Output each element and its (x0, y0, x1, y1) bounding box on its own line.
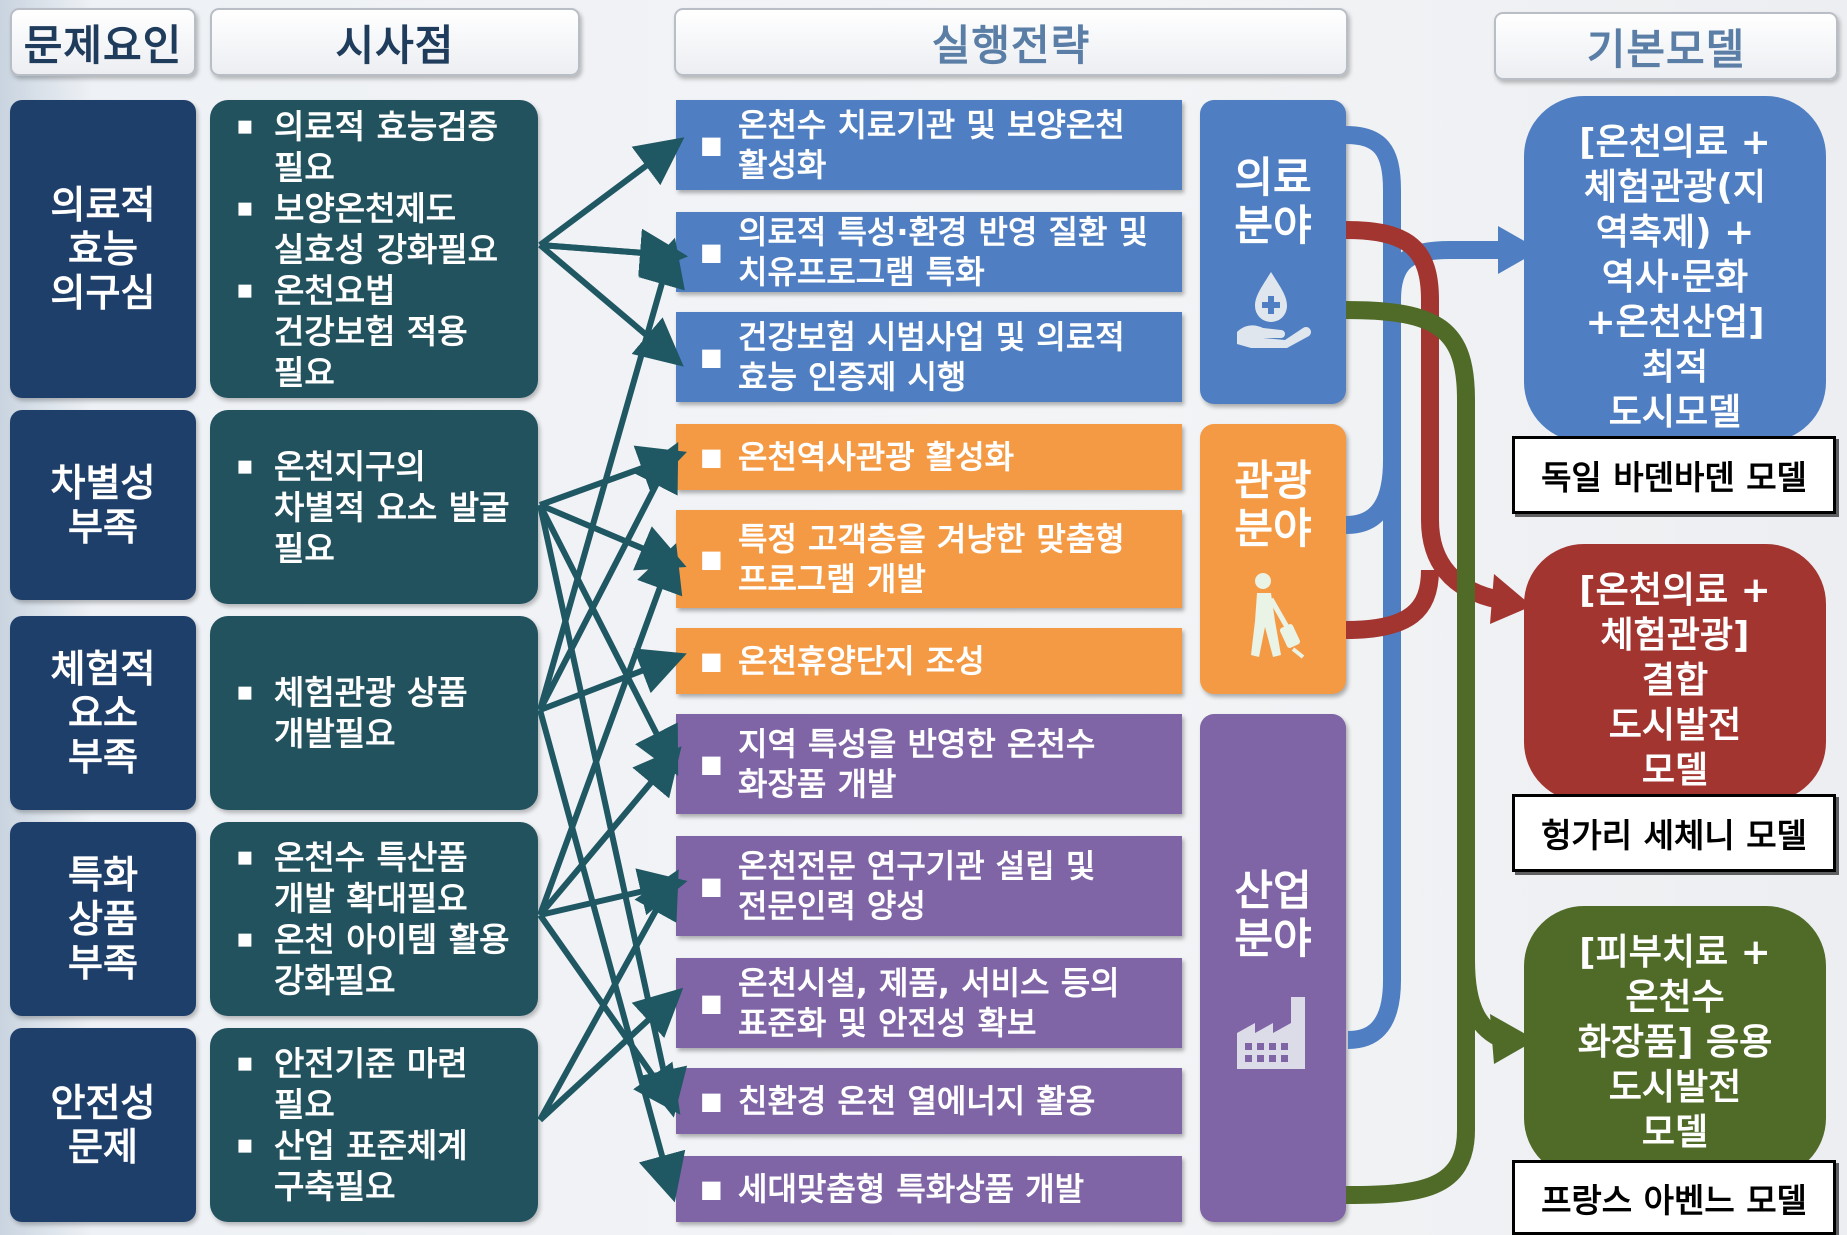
implication-box-4: 온천수 특산품 개발 확대필요 온천 아이템 활용 강화필요 (210, 822, 538, 1016)
bullet-icon: ■ (700, 545, 723, 573)
implication-item: 보양온천제도 실효성 강화필요 (232, 188, 518, 270)
factory-icon (1237, 997, 1305, 1069)
field-tourism: 관광 분야 (1200, 424, 1346, 694)
strategy-item: ■지역 특성을 반영한 온천수 화장품 개발 (676, 714, 1182, 814)
field-label: 의료 분야 (1234, 153, 1312, 250)
problem-lack-experience: 체험적 요소 부족 (10, 616, 196, 810)
implication-box-1: 의료적 효능검증 필요 보양온천제도 실효성 강화필요 온천요법 건강보험 적용… (210, 100, 538, 398)
traveler-icon (1251, 573, 1305, 659)
implication-item: 체험관광 상품 개발필요 (232, 672, 518, 754)
implication-box-3: 체험관광 상품 개발필요 (210, 616, 538, 810)
strategy-item: ■온천수 치료기관 및 보양온천 활성화 (676, 100, 1182, 190)
header-model: 기본모델 (1494, 12, 1838, 80)
model-name-avene: 프랑스 아벤느 모델 (1512, 1160, 1836, 1235)
field-medical: 의료 분야 (1200, 100, 1346, 404)
implication-item: 의료적 효능검증 필요 (232, 106, 518, 188)
bullet-icon: ■ (700, 343, 723, 371)
model-name-szechenyi: 헝가리 세체니 모델 (1512, 794, 1836, 872)
strategy-item: ■온천전문 연구기관 설립 및 전문인력 양성 (676, 836, 1182, 936)
bullet-icon: ■ (700, 989, 723, 1017)
implication-item: 온천수 특산품 개발 확대필요 (232, 837, 518, 919)
bullet-icon: ■ (700, 1087, 723, 1115)
problem-safety: 안전성 문제 (10, 1028, 196, 1222)
strategy-item: ■온천역사관광 활성화 (676, 424, 1182, 490)
strategy-item: ■의료적 특성·환경 반영 질환 및 치유프로그램 특화 (676, 212, 1182, 292)
flow-line-red (1345, 221, 1502, 609)
implication-item: 온천 아이템 활용 강화필요 (232, 919, 518, 1001)
model-box-szechenyi: [온천의료 + 체험관광] 결합 도시발전 모델 (1524, 544, 1826, 802)
problem-medical-doubt: 의료적 효능 의구심 (10, 100, 196, 398)
bullet-icon: ■ (700, 443, 723, 471)
implication-box-5: 안전기준 마련 필요 산업 표준체계 구축필요 (210, 1028, 538, 1222)
strategy-item: ■친환경 온천 열에너지 활용 (676, 1068, 1182, 1134)
bullet-icon: ■ (700, 872, 723, 900)
flow-line-green (1345, 301, 1475, 1204)
bullet-icon: ■ (700, 1175, 723, 1203)
model-name-baden: 독일 바덴바덴 모델 (1512, 436, 1836, 514)
bullet-icon: ■ (700, 238, 723, 266)
mapping-arrows (537, 137, 688, 1203)
problem-lack-differentiation: 차별성 부족 (10, 410, 196, 600)
model-box-baden: [온천의료 + 체험관광(지 역축제) + 역사·문화 +온천산업] 최적 도시… (1524, 96, 1826, 442)
header-implication: 시사점 (210, 8, 580, 76)
field-label: 산업 분야 (1234, 866, 1312, 963)
field-label: 관광 분야 (1234, 456, 1312, 553)
strategy-item: ■온천시설, 제품, 서비스 등의 표준화 및 안전성 확보 (676, 958, 1182, 1048)
implication-item: 안전기준 마련 필요 (232, 1043, 518, 1125)
header-strategy: 실행전략 (674, 8, 1348, 76)
medical-hand-drop-icon (1237, 272, 1311, 348)
strategy-item: ■온천휴양단지 조성 (676, 628, 1182, 694)
implication-box-2: 온천지구의 차별적 요소 발굴 필요 (210, 410, 538, 604)
bullet-icon: ■ (700, 647, 723, 675)
field-industry: 산업 분야 (1200, 714, 1346, 1222)
problem-lack-special-products: 특화 상품 부족 (10, 822, 196, 1016)
strategy-item: ■특정 고객층을 겨냥한 맞춤형 프로그램 개발 (676, 510, 1182, 608)
implication-item: 온천지구의 차별적 요소 발굴 필요 (232, 446, 518, 569)
bullet-icon: ■ (700, 750, 723, 778)
strategy-item: ■건강보험 시범사업 및 의료적 효능 인증제 시행 (676, 312, 1182, 402)
implication-item: 산업 표준체계 구축필요 (232, 1125, 518, 1207)
bullet-icon: ■ (700, 131, 723, 159)
flow-line-blue (1345, 126, 1401, 1049)
implication-item: 온천요법 건강보험 적용 필요 (232, 270, 518, 393)
strategy-item: ■세대맞춤형 특화상품 개발 (676, 1156, 1182, 1222)
model-box-avene: [피부치료 + 온천수 화장품] 응용 도시발전 모델 (1524, 906, 1826, 1178)
header-problem: 문제요인 (10, 8, 196, 76)
